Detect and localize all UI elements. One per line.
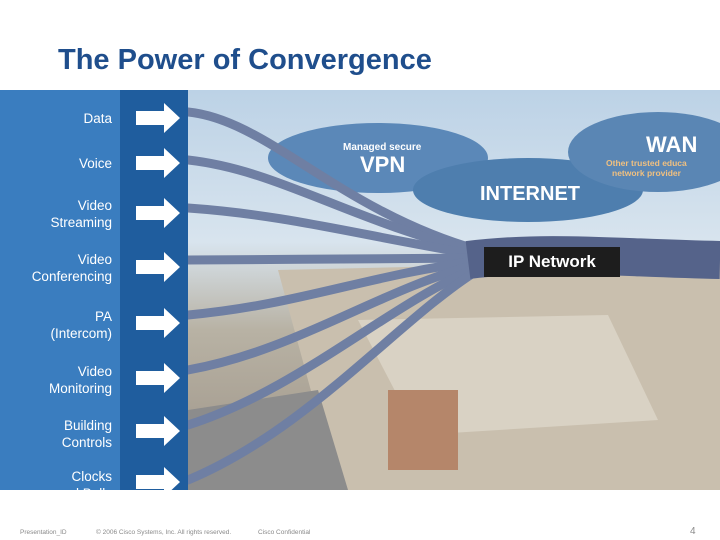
- wan-sub1-text: Other trusted educa: [606, 158, 687, 168]
- arrow-right-icon: [136, 416, 180, 446]
- arrow-right-icon: [136, 467, 180, 497]
- arrow-right-icon: [136, 252, 180, 282]
- label-clocks-and-bells: Clocks and Bells: [56, 468, 112, 502]
- arrow-right-icon: [136, 308, 180, 338]
- label-line: Video: [77, 252, 112, 267]
- label-line: Clocks: [71, 469, 112, 484]
- network-scene-illustration: Managed secure VPN INTERNET WAN Other tr…: [188, 90, 720, 490]
- label-line: PA: [94, 309, 112, 324]
- ip-network-label: IP Network: [484, 247, 620, 277]
- label-line: (Intercom): [50, 326, 112, 341]
- arrow-right-icon: [136, 148, 180, 178]
- footer-presentation-id: Presentation_ID: [20, 529, 67, 536]
- footer-copyright: © 2006 Cisco Systems, Inc. All rights re…: [96, 529, 232, 536]
- label-line: Streaming: [50, 215, 112, 230]
- label-pa-intercom: PA (Intercom): [50, 308, 112, 342]
- left-label-panel: [0, 90, 120, 490]
- arrow-right-icon: [136, 103, 180, 133]
- label-voice: Voice: [79, 155, 112, 172]
- label-line: Conferencing: [31, 269, 112, 284]
- wan-text: WAN: [646, 132, 697, 157]
- network-cables: [188, 107, 483, 485]
- label-line: Building: [63, 418, 112, 433]
- brick-wall: [388, 390, 458, 470]
- label-line: Video: [77, 364, 112, 379]
- vpn-text: VPN: [360, 152, 405, 177]
- internet-text: INTERNET: [480, 183, 580, 205]
- wan-sub2-text: network provider: [612, 168, 682, 178]
- vpn-small-text: Managed secure: [343, 142, 422, 153]
- label-line: Monitoring: [48, 381, 112, 396]
- scene-drawing: Managed secure VPN INTERNET WAN Other tr…: [188, 107, 720, 490]
- arrow-right-icon: [136, 363, 180, 393]
- arrow-right-icon: [136, 198, 180, 228]
- label-line: Voice: [78, 156, 112, 171]
- label-line: Controls: [61, 435, 112, 450]
- page-number: 4: [690, 526, 696, 537]
- label-line: Video: [77, 198, 112, 213]
- footer-confidential: Cisco Confidential: [258, 529, 311, 536]
- label-line: and Bells: [56, 486, 112, 501]
- label-line: Data: [83, 111, 112, 126]
- slide-title: The Power of Convergence: [58, 44, 432, 76]
- wan-cloud: [568, 112, 720, 192]
- label-data: Data: [83, 110, 112, 127]
